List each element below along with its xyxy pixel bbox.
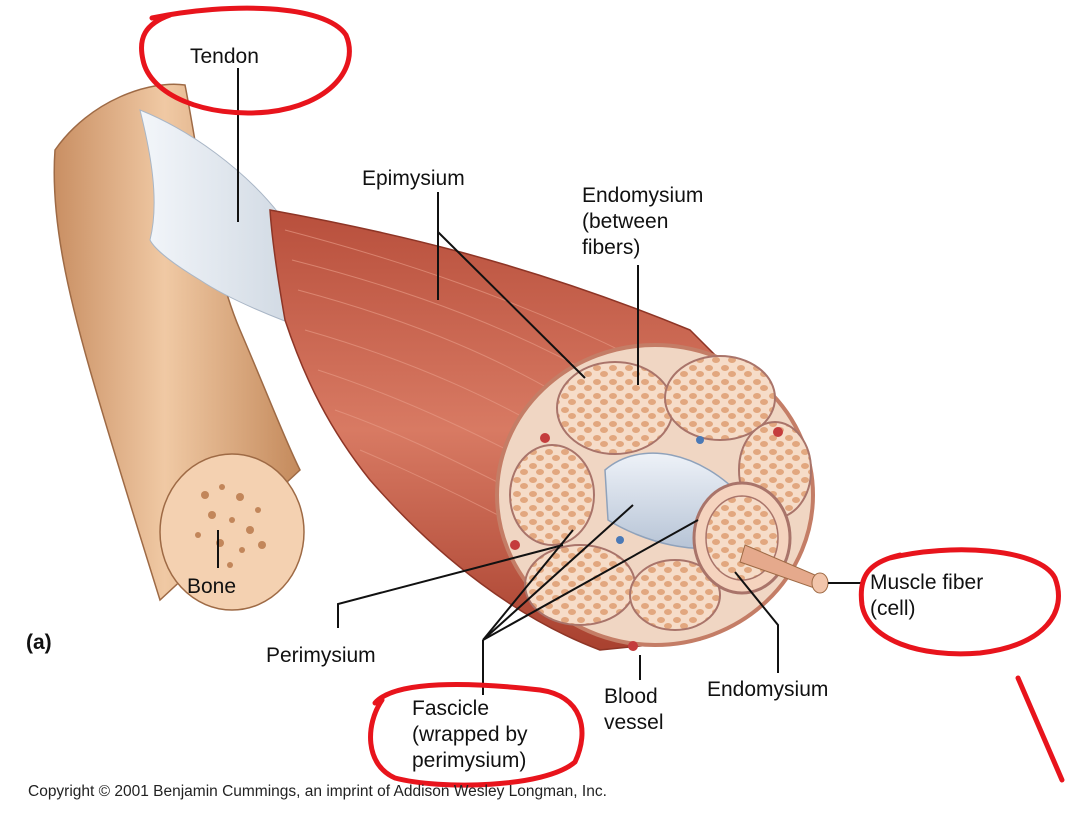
- label-endomysium-bottom: Endomysium: [707, 677, 828, 703]
- label-muscle-fiber-line2: (cell): [870, 596, 916, 622]
- label-endomysium-top-line2: (between: [582, 209, 668, 235]
- label-fascicle-line1: Fascicle: [412, 696, 489, 722]
- label-endomysium-top-line1: Endomysium: [582, 183, 703, 209]
- label-tendon: Tendon: [190, 44, 259, 70]
- copyright-text: Copyright © 2001 Benjamin Cummings, an i…: [28, 783, 607, 801]
- label-fascicle-line3: perimysium): [412, 748, 526, 774]
- label-fascicle-line2: (wrapped by: [412, 722, 528, 748]
- label-blood-vessel-line2: vessel: [604, 710, 664, 736]
- label-epimysium: Epimysium: [362, 166, 465, 192]
- label-muscle-fiber-line1: Muscle fiber: [870, 570, 983, 596]
- label-bone: Bone: [187, 574, 236, 600]
- label-panel-a: (a): [26, 630, 52, 656]
- label-perimysium: Perimysium: [266, 643, 376, 669]
- red-slash: [1018, 678, 1062, 780]
- label-blood-vessel-line1: Blood: [604, 684, 658, 710]
- label-endomysium-top-line3: fibers): [582, 235, 640, 261]
